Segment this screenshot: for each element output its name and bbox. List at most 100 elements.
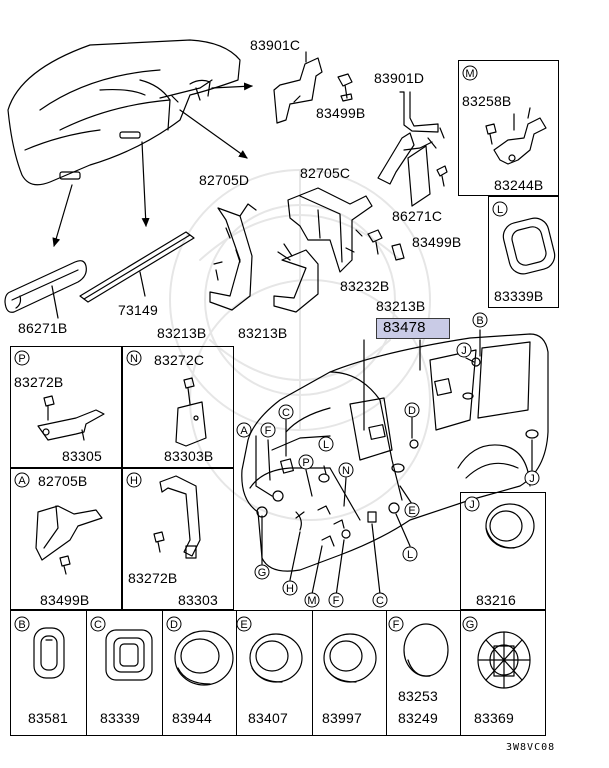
bracket-83305	[37, 395, 105, 441]
foam-86271c	[407, 145, 448, 207]
divider	[86, 610, 87, 736]
badge-n: N	[126, 350, 142, 366]
svg-text:F: F	[333, 595, 340, 607]
badge-a: A	[14, 472, 30, 488]
bracket-82705c	[287, 187, 373, 273]
svg-text:M: M	[465, 68, 474, 80]
callout-n: N	[338, 462, 354, 478]
part-label-83944: 83944	[172, 710, 212, 726]
bracket-83303	[153, 475, 201, 559]
part-label-83216: 83216	[476, 592, 516, 608]
part-label-83272b-p: 83272B	[14, 374, 64, 390]
svg-text:A: A	[18, 475, 26, 487]
svg-text:L: L	[323, 439, 329, 451]
cap-83369	[477, 631, 531, 689]
part-label-83272b-h: 83272B	[128, 570, 178, 586]
svg-text:F: F	[393, 619, 400, 631]
divider	[236, 610, 237, 736]
part-label-83305: 83305	[62, 448, 102, 464]
part-label-73149: 73149	[118, 302, 158, 318]
part-label-83339: 83339	[100, 710, 140, 726]
callout-f: F	[260, 422, 276, 438]
callout-m: M	[304, 592, 320, 608]
weatherstrip-86271b	[4, 260, 87, 319]
part-label-83232b: 83232B	[340, 278, 390, 294]
divider	[162, 610, 163, 736]
bracket-82705-lower	[273, 243, 319, 313]
callout-g: G	[254, 564, 270, 580]
callout-c-2: C	[372, 592, 388, 608]
bracket-83901c	[273, 51, 323, 124]
callout-h: H	[282, 580, 298, 596]
grommet-83339	[105, 629, 153, 681]
callout-j-2: J	[524, 470, 540, 486]
inset-box-n	[122, 346, 234, 468]
svg-text:P: P	[302, 457, 309, 469]
part-label-83369: 83369	[474, 710, 514, 726]
part-label-86271b: 86271B	[18, 320, 68, 336]
svg-text:B: B	[476, 315, 483, 327]
part-label-82705d: 82705D	[199, 172, 250, 188]
part-label-83901c: 83901C	[250, 37, 301, 53]
patch-83478-b	[434, 378, 452, 396]
svg-text:E: E	[240, 619, 247, 631]
part-label-82705c: 82705C	[300, 165, 351, 181]
part-label-82705b: 82705B	[38, 473, 88, 489]
bottom-row-box	[10, 610, 546, 736]
callout-b: B	[472, 312, 488, 328]
callout-j: J	[456, 342, 472, 358]
callout-d: D	[404, 402, 420, 418]
part-label-83303: 83303	[178, 592, 218, 608]
bracket-83244b	[485, 107, 547, 165]
bracket-83303b	[175, 377, 207, 447]
callout-a: A	[236, 422, 252, 438]
svg-text:H: H	[286, 583, 294, 595]
part-label-83213b-right: 83213B	[376, 298, 426, 314]
inset-box-a	[10, 468, 122, 610]
part-label-83499b-a: 83499B	[40, 592, 90, 608]
part-label-83303b: 83303B	[164, 448, 214, 464]
svg-text:D: D	[170, 619, 178, 631]
trim-strip-73149	[79, 231, 195, 303]
bolt-83499b-top	[337, 73, 353, 102]
highlighted-part-83478[interactable]: 83478	[376, 318, 450, 339]
part-label-83407: 83407	[248, 710, 288, 726]
inset-box-h	[122, 468, 234, 610]
dashboard-drawing	[7, 39, 241, 186]
part-label-83253: 83253	[398, 688, 438, 704]
svg-text:H: H	[130, 475, 138, 487]
svg-text:N: N	[130, 353, 138, 365]
svg-text:D: D	[408, 405, 416, 417]
svg-text:G: G	[466, 619, 475, 631]
inset-box-p	[10, 346, 122, 468]
part-label-83249: 83249	[398, 710, 438, 726]
part-label-86271c: 86271C	[392, 208, 443, 224]
callout-p: P	[298, 454, 314, 470]
badge-h: H	[126, 472, 142, 488]
grommet-83997	[323, 633, 377, 683]
divider	[312, 610, 313, 736]
svg-text:P: P	[18, 353, 25, 365]
inset-box-j	[460, 492, 546, 610]
grommet-83944	[174, 630, 234, 686]
part-label-83272c: 83272C	[154, 352, 205, 368]
divider	[460, 610, 461, 736]
part-label-83499b-right: 83499B	[412, 234, 462, 250]
callout-l: L	[318, 436, 334, 452]
badge-e: E	[236, 616, 252, 632]
part-label-83258b: 83258B	[462, 93, 512, 109]
bracket-82705b	[35, 505, 103, 575]
diagram-code: 3W8VC08	[506, 742, 556, 753]
badge-g: G	[462, 616, 478, 632]
part-label-83901d: 83901D	[374, 70, 425, 86]
part-label-83581: 83581	[28, 710, 68, 726]
svg-text:F: F	[265, 425, 272, 437]
part-label-83339b: 83339B	[494, 288, 544, 304]
divider	[386, 610, 387, 736]
badge-l: L	[492, 201, 508, 217]
svg-text:C: C	[94, 619, 102, 631]
patch-83478-a	[368, 424, 386, 440]
badge-p: P	[14, 350, 30, 366]
svg-text:C: C	[282, 407, 290, 419]
